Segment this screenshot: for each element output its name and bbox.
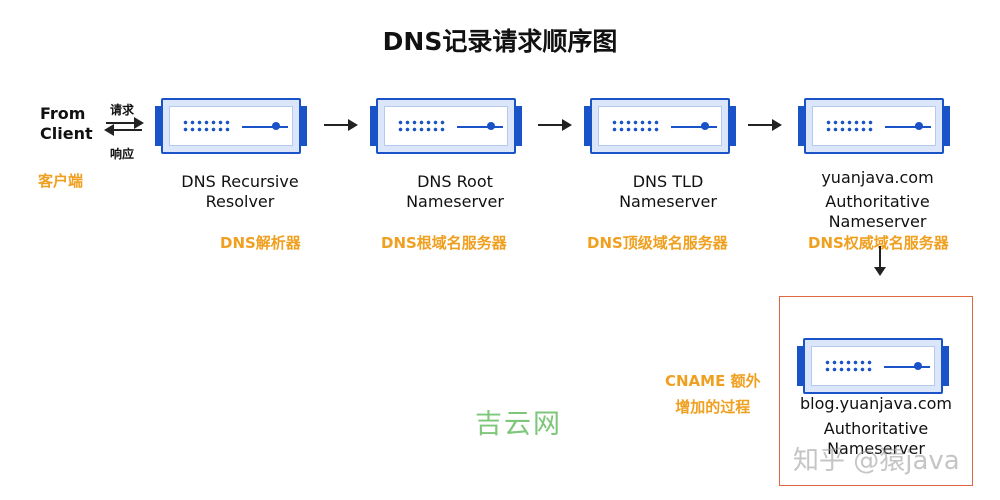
author-watermark: 知乎 @猿java — [793, 446, 960, 476]
cname-authoritative-label: blog.yuanjava.com Authoritative Nameserv… — [800, 394, 952, 458]
recursive-resolver-server-icon — [155, 98, 307, 154]
root-nameserver-server-icon — [370, 98, 522, 154]
site-watermark: 吉云网 — [475, 409, 562, 440]
cname-note: CNAME 额外增加的过程 — [665, 372, 761, 416]
cname-authoritative-box — [779, 296, 973, 486]
cname-authoritative-server-icon — [797, 338, 949, 394]
client-label: From Client — [40, 104, 93, 143]
arrow-authoritative-to-cname — [874, 246, 886, 276]
client-cn-label: 客户端 — [38, 172, 84, 190]
authoritative-nameserver-cn-label: DNS权威域名服务器 — [808, 234, 949, 252]
root-nameserver-cn-label: DNS根域名服务器 — [381, 234, 507, 252]
tld-nameserver-server-icon — [584, 98, 736, 154]
diagram-title: DNS记录请求顺序图 — [382, 27, 618, 56]
authoritative-nameserver-server-icon — [798, 98, 950, 154]
authoritative-nameserver-label: yuanjava.com Authoritative Nameserver — [821, 168, 934, 231]
tld-nameserver-cn-label: DNS顶级域名服务器 — [587, 234, 728, 252]
recursive-resolver-cn-label: DNS解析器 — [220, 234, 301, 252]
arrow-resolver-to-root — [324, 119, 358, 131]
arrow-tld-to-authoritative — [748, 119, 782, 131]
arrow-root-to-tld — [538, 119, 572, 131]
request-label: 请求 — [110, 103, 135, 117]
response-arrow — [104, 124, 142, 136]
response-label: 响应 — [110, 147, 135, 161]
request-arrow — [106, 117, 144, 129]
